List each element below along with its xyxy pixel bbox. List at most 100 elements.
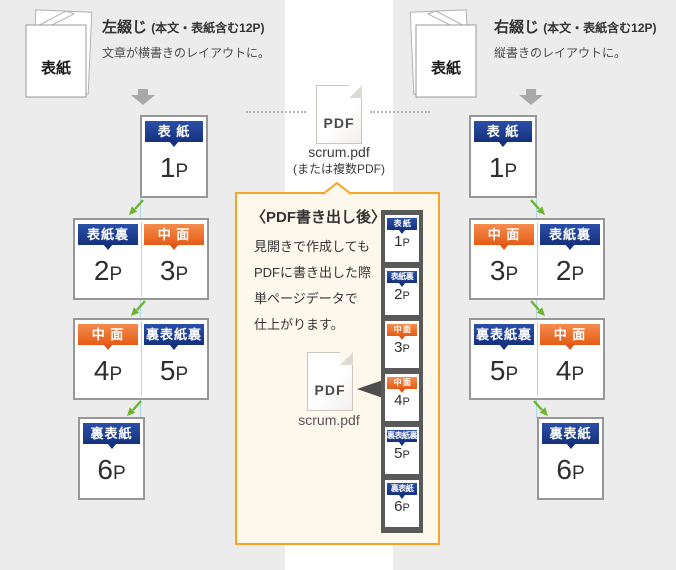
page-label: 裏表紙裏 — [387, 430, 418, 446]
pdf-page-strip: 表 紙 1P 表紙裏 2P 中 面 3P 中 面 4P 裏表紙裏 5P 裏表紙 … — [381, 210, 423, 533]
arrow-left-icon — [357, 380, 383, 398]
flow-arrow-icon — [530, 300, 545, 316]
page-label: 中 面 — [387, 324, 417, 340]
pdf-file-icon: PDF — [316, 85, 362, 144]
page-number-value: 5 — [159, 355, 176, 386]
page-number: 2P — [537, 255, 603, 287]
export-panel-body-line: PDFに書き出した際 — [254, 265, 372, 280]
page-label: 裏表紙 — [83, 423, 140, 449]
page-number-suffix: P — [402, 237, 410, 249]
flow-arrow-icon — [127, 400, 142, 416]
pdf-file-name: scrum.pdf — [298, 412, 360, 428]
flow-arrow-icon — [530, 199, 545, 215]
booklet-label: 表紙 — [41, 59, 71, 77]
page-number-suffix: P — [112, 463, 126, 484]
booklet-label: 表紙 — [431, 59, 461, 77]
page-number: 4P — [385, 392, 419, 409]
page-number: 1P — [471, 152, 535, 184]
page-number: 4P — [75, 355, 141, 387]
page-number-value: 4 — [555, 355, 572, 386]
page-number-suffix: P — [505, 264, 519, 285]
page-label: 中 面 — [474, 224, 534, 250]
page-number: 1P — [385, 233, 419, 250]
page-number-suffix: P — [571, 463, 585, 484]
spread-card: 表紙裏 2P 中 面 3P — [73, 218, 209, 300]
page-label: 中 面 — [78, 324, 138, 350]
strip-page: 裏表紙裏 5P — [385, 427, 419, 474]
export-panel-body-line: 仕上がります。 — [254, 317, 344, 332]
export-panel-body: 見開きで作成しても PDFに書き出した際 単ページデータで 仕上がります。 — [254, 234, 371, 338]
page-number: 5P — [385, 445, 419, 462]
page-number: 5P — [141, 355, 207, 387]
export-panel-title: 〈PDF書き出し後〉 — [251, 209, 387, 226]
page-number-suffix: P — [402, 343, 410, 355]
spread-fold-line — [537, 222, 538, 296]
page-label: 表紙裏 — [540, 224, 600, 250]
left-flow-title-note: (本文・表紙含む12P) — [151, 21, 265, 35]
page-label: 裏表紙 — [542, 423, 599, 449]
spread-card: 中 面 4P 裏表紙裏 5P — [73, 318, 209, 400]
page-label: 裏表紙裏 — [144, 324, 204, 350]
page-number-suffix: P — [571, 264, 585, 285]
page-number-suffix: P — [402, 502, 410, 514]
page-number-value: 2 — [555, 255, 572, 286]
page-number-value: 1 — [159, 152, 176, 183]
right-flow-title-main: 右綴じ — [494, 19, 540, 36]
page-number-value: 3 — [394, 339, 403, 356]
down-arrow-icon — [131, 89, 155, 105]
page-number-value: 1 — [394, 233, 403, 250]
page-label: 表 紙 — [145, 121, 203, 147]
left-flow-title: 左綴じ (本文・表紙含む12P) — [102, 16, 265, 37]
strip-page: 表紙裏 2P — [385, 268, 419, 315]
page-card: 表 紙 1P — [140, 115, 208, 198]
page-number: 3P — [471, 255, 537, 287]
spread-fold-line — [141, 322, 142, 396]
export-panel-body-line: 見開きで作成しても — [254, 239, 370, 254]
page-number-suffix: P — [109, 264, 123, 285]
page-number-value: 2 — [394, 286, 403, 303]
booklet-icon-right: 表紙 — [409, 9, 477, 98]
page-number: 3P — [385, 339, 419, 356]
page-label: 表紙裏 — [78, 224, 138, 250]
spread-fold-line — [141, 222, 142, 296]
page-number-suffix: P — [175, 264, 189, 285]
page-number-suffix: P — [402, 290, 410, 302]
pdf-file-note: (または複数PDF) — [293, 162, 385, 176]
page-number: 4P — [537, 355, 603, 387]
right-flow-title: 右綴じ (本文・表紙含む12P) — [494, 16, 657, 37]
page-number-value: 6 — [394, 498, 403, 515]
page-number-value: 3 — [159, 255, 176, 286]
page-card: 表 紙 1P — [469, 115, 537, 198]
pdf-file-icon-label: PDF — [323, 115, 355, 131]
spread-card: 中 面 3P 表紙裏 2P — [469, 218, 605, 300]
page-number-suffix: P — [504, 161, 518, 182]
page-label: 裏表紙裏 — [474, 324, 534, 350]
page-number: 2P — [75, 255, 141, 287]
page-number-suffix: P — [109, 364, 123, 385]
callout-pointer-icon — [322, 181, 352, 195]
export-panel: 〈PDF書き出し後〉 見開きで作成しても PDFに書き出した際 単ページデータで… — [235, 192, 440, 545]
page-number: 2P — [385, 286, 419, 303]
page-number: 6P — [539, 454, 602, 486]
page-number-suffix: P — [402, 449, 410, 461]
booklet-icon-left: 表紙 — [25, 9, 93, 98]
spread-card: 裏表紙裏 5P 中 面 4P — [469, 318, 605, 400]
page-card: 裏表紙 6P — [78, 417, 145, 500]
page-number: 3P — [141, 255, 207, 287]
strip-page: 表 紙 1P — [385, 215, 419, 262]
page-card: 裏表紙 6P — [537, 417, 604, 500]
page-number-value: 2 — [93, 255, 110, 286]
page-number-suffix: P — [402, 396, 410, 408]
strip-page: 裏表紙 6P — [385, 480, 419, 527]
right-flow-subtitle: 縦書きのレイアウトに。 — [494, 46, 627, 60]
page-number: 5P — [471, 355, 537, 387]
pdf-file-name: scrum.pdf — [308, 144, 370, 160]
page-number-value: 5 — [489, 355, 506, 386]
page-label: 中 面 — [387, 377, 417, 393]
page-label: 中 面 — [540, 324, 600, 350]
strip-page: 中 面 3P — [385, 321, 419, 368]
page-number: 6P — [80, 454, 143, 486]
dotted-connector-right — [370, 111, 430, 113]
page-number-suffix: P — [175, 364, 189, 385]
